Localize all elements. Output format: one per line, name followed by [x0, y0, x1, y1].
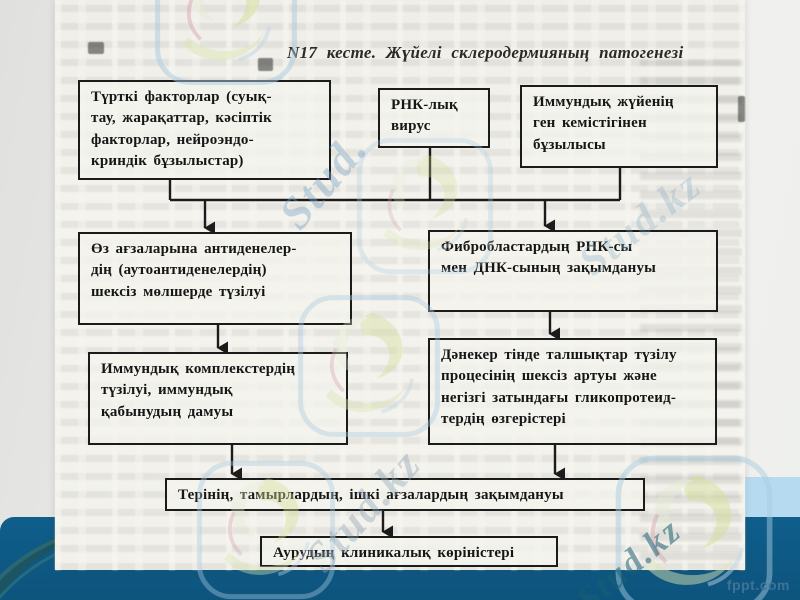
flow-box-connective-tissue: Дәнекер тінде талшықтар түзілу процесіні… [428, 338, 717, 445]
flow-box-immune-complexes: Иммундық комплекстердің түзілуі, иммунды… [88, 352, 348, 445]
flow-box-fibroblast-damage: Фибробластардың РНК-сы мен ДНК-сының зақ… [428, 230, 718, 312]
flow-box-trigger-factors: Түрткі факторлар (суық- тау, жарақаттар,… [78, 80, 331, 180]
scan-smudge [88, 42, 104, 54]
flow-box-immune-gene-defect: Иммундық жүйенің ген кемістігінен бұзылы… [520, 85, 718, 168]
fppt-brand-label: fppt.com [726, 577, 790, 593]
flow-box-autoantibodies: Өз ағзаларына антиденелер- дің (аутоанти… [78, 232, 352, 325]
flow-box-rna-virus: РНК-лық вирус [378, 88, 490, 148]
flow-box-clinical-manifestations: Аурудың клиникалық көріністері [260, 536, 558, 567]
flow-box-organ-damage: Терінің, тамырлардың, ішкі ағзалардың за… [165, 478, 645, 511]
scan-smudge [738, 96, 745, 122]
slide-title: N17 кесте. Жүйелі склеродермияның патоге… [287, 43, 684, 62]
